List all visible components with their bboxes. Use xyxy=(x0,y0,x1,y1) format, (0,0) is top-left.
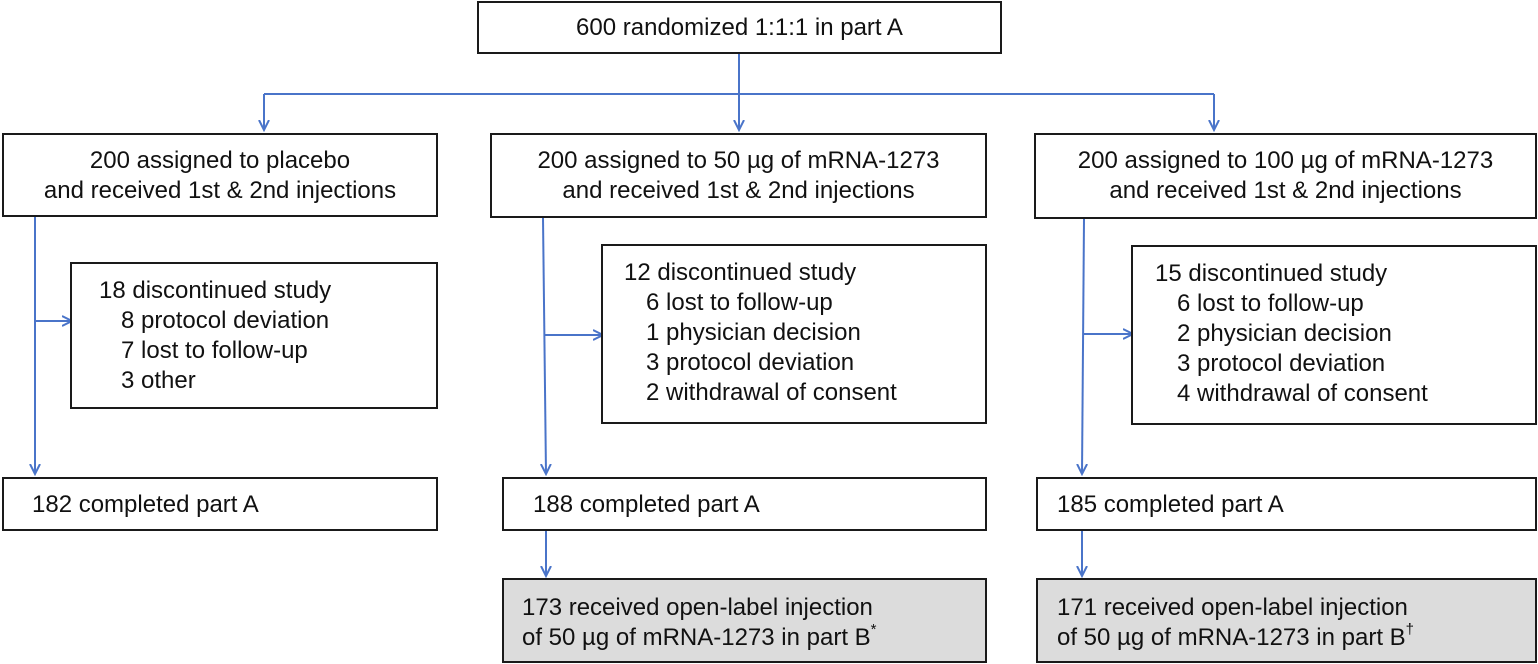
open-label-line-1: 173 received open-label injection xyxy=(522,594,873,621)
arm2-vertical xyxy=(543,217,546,474)
dose100-discontinued-box: 15 discontinued study 6 lost to follow-u… xyxy=(1131,245,1537,425)
assigned-line-2: and received 1st & 2nd injections xyxy=(1109,177,1462,204)
discontinued-header: 15 discontinued study xyxy=(1155,260,1388,287)
assigned-line-2: and received 1st & 2nd injections xyxy=(562,177,915,204)
discontinued-reason: 2 physician decision xyxy=(1177,320,1392,347)
discontinued-header: 18 discontinued study xyxy=(99,277,332,304)
assigned-line-1: 200 assigned to 100 µg of mRNA-1273 xyxy=(1077,147,1494,174)
discontinued-reason: 6 lost to follow-up xyxy=(1177,290,1364,317)
dose100-open-label-box: 171 received open-label injection of 50 … xyxy=(1036,578,1537,663)
dose100-assigned-box: 200 assigned to 100 µg of mRNA-1273 and … xyxy=(1034,133,1537,219)
discontinued-reason: 2 withdrawal of consent xyxy=(646,379,897,406)
placebo-discontinued-box: 18 discontinued study 8 protocol deviati… xyxy=(70,262,438,409)
assigned-line-1: 200 assigned to 50 µg of mRNA-1273 xyxy=(537,147,940,174)
discontinued-reason: 3 protocol deviation xyxy=(646,349,855,376)
open-label-line-2-text: of 50 µg of mRNA-1273 in part B xyxy=(1057,624,1406,651)
open-label-line-1: 171 received open-label injection xyxy=(1057,594,1408,621)
open-label-line-2: of 50 µg of mRNA-1273 in part B* xyxy=(522,621,985,653)
discontinued-reason: 8 protocol deviation xyxy=(121,307,330,334)
dose50-discontinued-box: 12 discontinued study 6 lost to follow-u… xyxy=(601,244,987,424)
discontinued-reason: 3 other xyxy=(121,367,196,394)
footnote-mark: † xyxy=(1405,621,1415,638)
dose50-open-label-box: 173 received open-label injection of 50 … xyxy=(502,578,987,663)
randomized-box: 600 randomized 1:1:1 in part A xyxy=(477,1,1002,54)
assigned-line-2: and received 1st & 2nd injections xyxy=(43,177,397,204)
discontinued-reason: 3 protocol deviation xyxy=(1177,350,1386,377)
discontinued-reason: 7 lost to follow-up xyxy=(121,337,308,364)
dose50-completed-box: 188 completed part A xyxy=(502,477,987,531)
placebo-completed-box: 182 completed part A xyxy=(2,477,438,531)
discontinued-header: 12 discontinued study xyxy=(624,259,857,286)
completed-text: 188 completed part A xyxy=(533,491,760,518)
completed-text: 185 completed part A xyxy=(1057,491,1284,518)
completed-text: 182 completed part A xyxy=(32,491,259,518)
footnote-mark: * xyxy=(870,621,877,638)
randomized-text: 600 randomized 1:1:1 in part A xyxy=(576,14,903,41)
discontinued-reason: 4 withdrawal of consent xyxy=(1177,380,1428,407)
arm3-vertical xyxy=(1082,218,1084,474)
dose100-completed-box: 185 completed part A xyxy=(1036,477,1537,531)
open-label-line-2: of 50 µg of mRNA-1273 in part B† xyxy=(1057,621,1535,653)
open-label-line-2-text: of 50 µg of mRNA-1273 in part B xyxy=(522,624,871,651)
discontinued-reason: 6 lost to follow-up xyxy=(646,289,833,316)
dose50-assigned-box: 200 assigned to 50 µg of mRNA-1273 and r… xyxy=(490,133,987,218)
discontinued-reason: 1 physician decision xyxy=(646,319,861,346)
assigned-line-1: 200 assigned to placebo xyxy=(89,147,351,174)
placebo-assigned-box: 200 assigned to placebo and received 1st… xyxy=(2,133,438,217)
